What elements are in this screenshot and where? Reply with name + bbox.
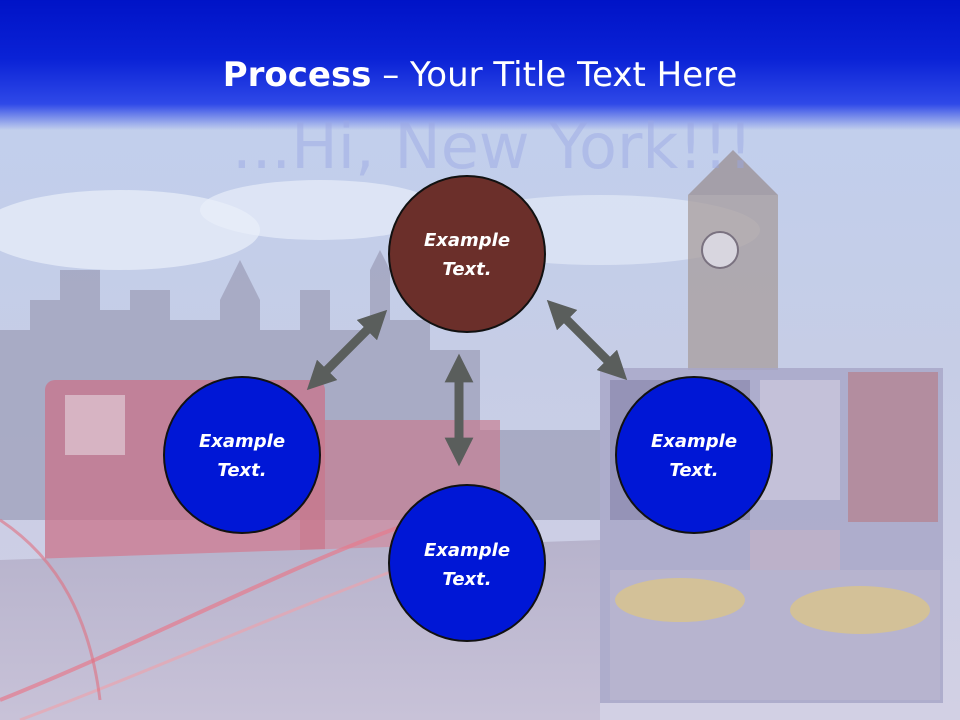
node-right-line1: Example [651, 431, 737, 452]
node-bottom-line2: Text. [442, 569, 491, 590]
page-title: Process – Your Title Text Here [0, 50, 960, 100]
node-left-line1: Example [199, 431, 285, 452]
arrow-top-right [546, 299, 628, 381]
node-top-line1: Example [424, 230, 510, 251]
node-bottom: Example Text. [388, 484, 546, 642]
watermark-text: ...Hi, New York!!! [232, 110, 753, 183]
arrow-top-left [306, 309, 388, 391]
node-left-line2: Text. [217, 460, 266, 481]
node-top: Example Text. [388, 175, 546, 333]
title-bar [0, 0, 960, 130]
node-right: Example Text. [615, 376, 773, 534]
node-right-line2: Text. [669, 460, 718, 481]
node-left: Example Text. [163, 376, 321, 534]
title-bold: Process [222, 55, 372, 95]
node-top-line2: Text. [442, 259, 491, 280]
title-rest: – Your Title Text Here [371, 55, 738, 95]
node-bottom-line1: Example [424, 540, 510, 561]
